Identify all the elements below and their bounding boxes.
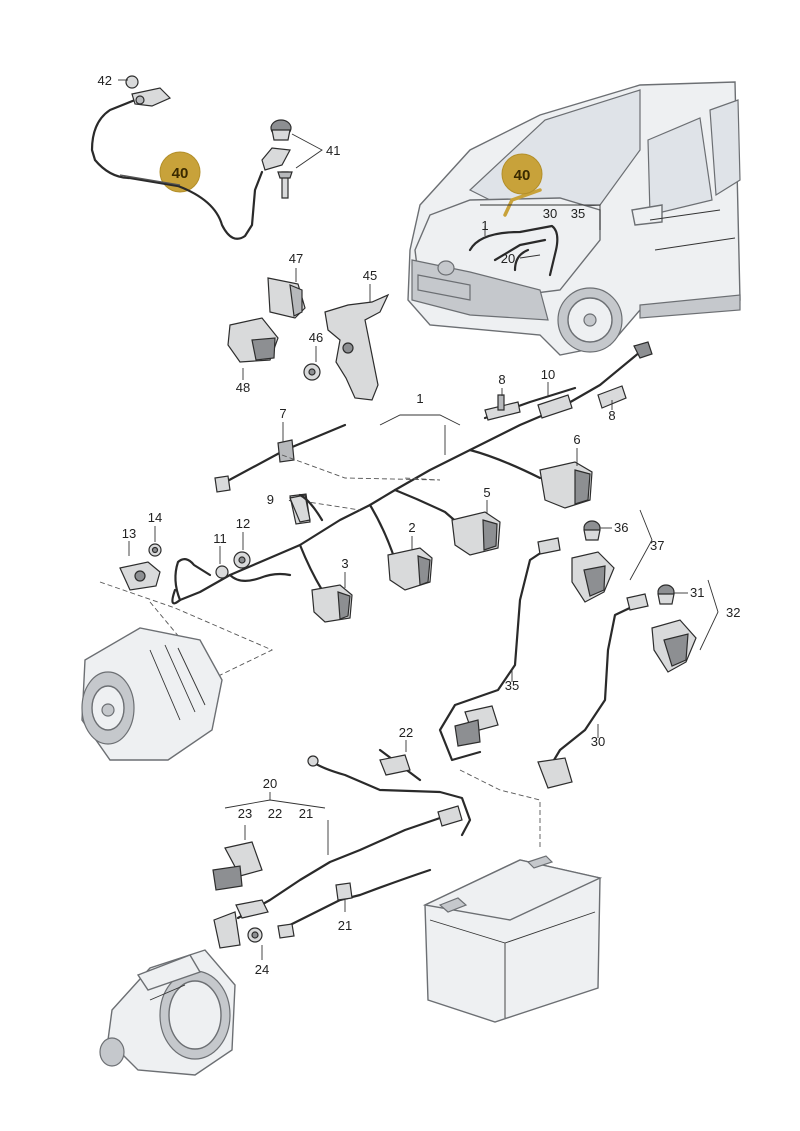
- relay-bracket-group: [227, 268, 390, 401]
- callout-48: 48: [236, 380, 250, 395]
- callout-12: 12: [236, 516, 250, 531]
- callout-35: 35: [505, 678, 519, 693]
- callout-5: 5: [483, 485, 490, 500]
- callout-31: 31: [690, 585, 704, 600]
- callout-labels: 42 41 47 45 46 48 1 20 30 35 8 10 8 1 7 …: [98, 73, 741, 977]
- starter-wiring: [212, 740, 472, 960]
- callout-32: 32: [726, 605, 740, 620]
- callout-37: 37: [650, 538, 664, 553]
- callout-8-right: 8: [608, 408, 615, 423]
- highlight-badge-right: 40: [501, 153, 543, 195]
- callout-30: 30: [591, 734, 605, 749]
- callout-35-vehicle: 35: [571, 206, 585, 221]
- callout-8-top: 8: [498, 372, 505, 387]
- battery-illustration: [422, 855, 603, 1023]
- callout-1-vehicle: 1: [481, 218, 488, 233]
- callout-21: 21: [338, 918, 352, 933]
- callout-22: 22: [399, 725, 413, 740]
- callout-13: 13: [122, 526, 136, 541]
- small-fasteners-left: [119, 493, 324, 591]
- callout-47: 47: [289, 251, 303, 266]
- callout-20-vehicle: 20: [501, 251, 515, 266]
- callout-10: 10: [541, 367, 555, 382]
- svg-text:40: 40: [514, 167, 531, 184]
- callout-36: 36: [614, 520, 628, 535]
- callout-41: 41: [326, 143, 340, 158]
- highlight-badge-left: 40: [159, 151, 201, 193]
- callout-30-vehicle: 30: [543, 206, 557, 221]
- callout-23: 23: [238, 806, 252, 821]
- callout-2: 2: [408, 520, 415, 535]
- callout-21-bracket: 21: [299, 806, 313, 821]
- callout-14: 14: [148, 510, 162, 525]
- callout-7: 7: [279, 406, 286, 421]
- svg-text:40: 40: [172, 165, 189, 182]
- vehicle-illustration: [407, 81, 741, 356]
- callout-24: 24: [255, 962, 269, 977]
- callout-42: 42: [98, 73, 112, 88]
- callout-3: 3: [341, 556, 348, 571]
- callout-6: 6: [573, 432, 580, 447]
- callout-11: 11: [213, 531, 227, 546]
- battery-ground-straps: [438, 509, 719, 850]
- callout-46: 46: [309, 330, 323, 345]
- callout-9: 9: [267, 492, 274, 507]
- callout-20: 20: [263, 776, 277, 791]
- connector-group: [311, 448, 593, 623]
- starter-motor-illustration: [99, 949, 236, 1076]
- callout-45: 45: [363, 268, 377, 283]
- alternator-illustration: [81, 581, 274, 761]
- ground-strap-assembly: [90, 75, 323, 240]
- callout-1: 1: [416, 391, 423, 406]
- callout-22-bracket: 22: [268, 806, 282, 821]
